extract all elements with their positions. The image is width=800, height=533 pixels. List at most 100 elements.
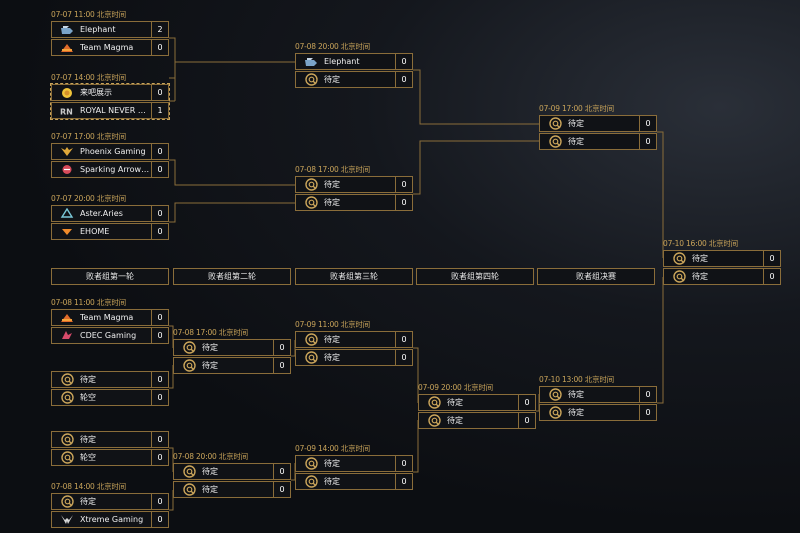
match-time: 07-07 14:00 北京时间 — [51, 73, 126, 82]
tbd-logo-icon — [60, 373, 74, 386]
team-row[interactable]: 待定 0 — [539, 115, 657, 132]
team-name: 待定 — [202, 343, 218, 352]
ehome-logo-icon — [60, 226, 74, 237]
team-name: 待定 — [202, 485, 218, 494]
tbd-logo-icon — [548, 388, 562, 401]
elephant-logo-icon — [60, 24, 74, 35]
team-name: 待定 — [568, 119, 584, 128]
team-name: 待定 — [447, 398, 463, 407]
team-name: 待定 — [324, 180, 340, 189]
round-label-loser-final: 败者组决赛 — [537, 268, 655, 285]
tbd-logo-icon — [182, 341, 196, 354]
tbd-logo-icon — [304, 475, 318, 488]
team-score: 0 — [395, 72, 412, 87]
sparking-logo-icon — [60, 164, 74, 175]
team-name: 待定 — [202, 467, 218, 476]
match-time: 07-08 14:00 北京时间 — [51, 482, 126, 491]
team-score: 0 — [151, 494, 168, 509]
tbd-logo-icon — [60, 451, 74, 464]
tbd-logo-icon — [304, 457, 318, 470]
team-score: 0 — [518, 413, 535, 428]
team-score: 0 — [639, 116, 656, 131]
rng-logo-icon: RN — [60, 105, 74, 116]
xtreme-logo-icon — [60, 514, 74, 525]
team-score: 0 — [151, 206, 168, 221]
team-name: Sparking Arrow… — [80, 165, 150, 174]
team-name: ROYAL NEVER G… — [80, 106, 151, 115]
tbd-logo-icon — [182, 483, 196, 496]
team-score: 0 — [151, 328, 168, 343]
team-score: 0 — [151, 85, 168, 100]
elephant-logo-icon — [304, 56, 318, 67]
team-row[interactable]: 待定 0 — [173, 481, 291, 498]
magma-logo-icon — [60, 312, 74, 323]
tbd-logo-icon — [304, 351, 318, 364]
bracket-connector — [413, 140, 539, 195]
team-name: 待定 — [80, 375, 96, 384]
round-label-loser-r3: 败者组第三轮 — [295, 268, 413, 285]
team-row[interactable]: Sparking Arrow…0 — [51, 161, 169, 178]
match-time: 07-07 17:00 北京时间 — [51, 132, 126, 141]
match-time: 07-10 16:00 北京时间 — [663, 239, 738, 248]
team-score: 0 — [151, 390, 168, 405]
match-time: 07-09 20:00 北京时间 — [418, 383, 493, 392]
bracket-connector — [169, 37, 176, 79]
team-score: 0 — [273, 358, 290, 373]
team-score: 0 — [273, 482, 290, 497]
team-name: 待定 — [692, 272, 708, 281]
tbd-logo-icon — [548, 135, 562, 148]
team-name: Team Magma — [80, 313, 134, 322]
